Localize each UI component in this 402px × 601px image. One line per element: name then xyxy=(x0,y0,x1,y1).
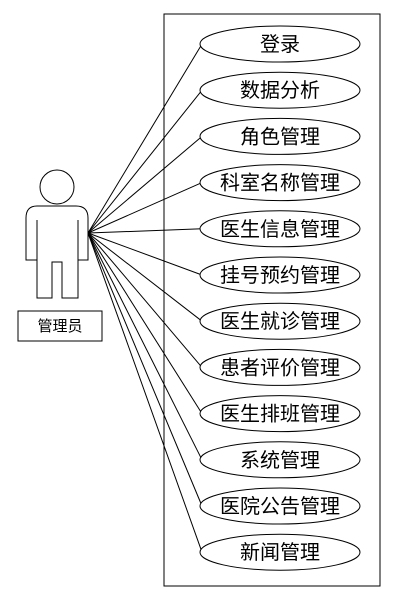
association-line xyxy=(87,232,203,322)
association-line xyxy=(87,89,203,234)
use-case-label: 登录 xyxy=(260,32,300,56)
use-case: 医生就诊管理 xyxy=(199,302,361,340)
use-case-ellipse xyxy=(199,71,361,109)
use-case-label: 新闻管理 xyxy=(240,540,320,564)
actor-label: 管理员 xyxy=(37,317,82,335)
association-line xyxy=(87,232,203,553)
use-case-ellipse xyxy=(199,256,361,294)
use-case: 医生排班管理 xyxy=(199,395,361,433)
actor-body xyxy=(25,205,89,299)
association-lines xyxy=(87,43,203,553)
use-case-label: 挂号预约管理 xyxy=(220,263,340,287)
system-boundary xyxy=(163,13,381,587)
use-case: 登录 xyxy=(199,25,361,63)
use-case-label: 医生就诊管理 xyxy=(220,309,340,333)
use-case-ellipse xyxy=(199,441,361,479)
association-line xyxy=(87,136,203,234)
use-case-ellipse xyxy=(199,164,361,202)
use-case-label: 系统管理 xyxy=(240,448,320,472)
use-case-label: 医生信息管理 xyxy=(220,217,340,241)
use-case: 角色管理 xyxy=(199,117,361,155)
use-case-label: 医院公告管理 xyxy=(220,494,340,518)
association-line xyxy=(87,232,203,368)
actor-head xyxy=(39,169,75,205)
association-line xyxy=(87,232,203,414)
use-cases: 登录数据分析角色管理科室名称管理医生信息管理挂号预约管理医生就诊管理患者评价管理… xyxy=(199,25,361,571)
use-case: 患者评价管理 xyxy=(199,348,361,386)
use-case: 挂号预约管理 xyxy=(199,256,361,294)
use-case: 医生信息管理 xyxy=(199,210,361,248)
use-case-ellipse xyxy=(199,210,361,248)
use-case-label: 医生排班管理 xyxy=(220,402,340,426)
use-case-label: 数据分析 xyxy=(240,78,320,102)
use-case: 新闻管理 xyxy=(199,533,361,571)
use-case-ellipse xyxy=(199,302,361,340)
association-line xyxy=(87,232,203,507)
use-case-label: 患者评价管理 xyxy=(220,355,340,379)
actor-figure xyxy=(25,169,89,299)
use-case: 科室名称管理 xyxy=(199,164,361,202)
use-case-ellipse xyxy=(199,117,361,155)
actor-label-box xyxy=(17,310,103,342)
association-line xyxy=(87,228,203,234)
use-case: 系统管理 xyxy=(199,441,361,479)
use-case: 数据分析 xyxy=(199,71,361,109)
use-case-ellipse xyxy=(199,533,361,571)
association-line xyxy=(87,182,203,234)
use-case-label: 科室名称管理 xyxy=(220,171,340,195)
association-line xyxy=(87,43,203,234)
use-case: 医院公告管理 xyxy=(199,487,361,525)
use-case-ellipse xyxy=(199,487,361,525)
association-line xyxy=(87,232,203,461)
use-case-ellipse xyxy=(199,395,361,433)
use-case-label: 角色管理 xyxy=(240,124,320,148)
use-case-ellipse xyxy=(199,348,361,386)
association-line xyxy=(87,232,203,276)
use-case-ellipse xyxy=(199,25,361,63)
